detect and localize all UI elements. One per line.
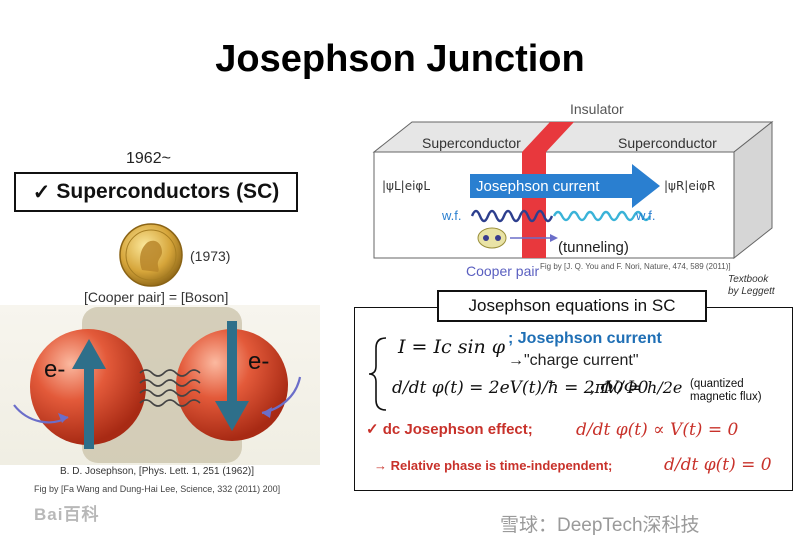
- quantized-line2: magnetic flux): [690, 391, 762, 403]
- superconductors-label: Superconductors (SC): [56, 180, 280, 203]
- cooper-pair-illustration: e- e-: [0, 305, 320, 465]
- year-label: 1962~: [126, 150, 171, 167]
- quantized-line1: (quantized: [690, 378, 744, 390]
- check-icon: ✓: [32, 180, 51, 204]
- textbook-note: Textbook by Leggett: [728, 274, 775, 298]
- relative-phase-label: → Relative phase is time-independent;: [374, 458, 613, 473]
- nobel-year: (1973): [190, 248, 231, 264]
- quantized-flux-note: (quantized magnetic flux): [690, 378, 762, 404]
- spin-down-arrow: [215, 321, 249, 431]
- textbook-line1: Textbook: [728, 274, 769, 285]
- wf-right-label: w.f.: [635, 208, 656, 223]
- josephson-current-note: ; Josephson current: [508, 330, 662, 347]
- flux-quantum: , Φ0 = h/2e: [590, 378, 683, 397]
- citation-you-nori: Fig by [J. Q. You and F. Nori, Nature, 4…: [540, 262, 731, 271]
- wavefunction-left: [470, 209, 554, 223]
- electron-right-label: e-: [248, 348, 269, 375]
- xueqiu-watermark: 雪球：DeepTech深科技: [500, 515, 700, 536]
- page-title: Josephson Junction: [215, 38, 585, 80]
- dc-josephson-equation: d/dt φ(t) ∝ V(t) = 0: [576, 420, 739, 440]
- dc-josephson-label: ✓ dc Josephson effect;: [366, 421, 533, 438]
- wavefunction-right: [552, 210, 652, 222]
- josephson-current-arrow: [470, 164, 660, 208]
- wf-left-label: w.f.: [441, 208, 462, 223]
- junction-diagram: Insulator Superconductor Superconductor …: [372, 101, 774, 279]
- nobel-medal-icon: [119, 223, 183, 287]
- insulator-label: Insulator: [570, 101, 624, 117]
- josephson-current-label: Josephson current: [476, 178, 600, 195]
- brace-icon: [368, 337, 387, 411]
- coupling-waves: [139, 369, 201, 407]
- superconductor-left-label: Superconductor: [422, 135, 521, 151]
- superconductors-box: ✓ Superconductors (SC): [14, 172, 298, 212]
- citation-wang-lee: Fig by [Fa Wang and Dung-Hai Lee, Scienc…: [34, 484, 281, 494]
- psi-right-label: |ψR|eiφR: [664, 179, 715, 193]
- superconductor-right-label: Superconductor: [618, 135, 717, 151]
- equation-current: I = Ic sin φ: [398, 336, 506, 358]
- psi-left-label: |ψL|eiφL: [382, 179, 430, 193]
- cooper-pair-boson: [Cooper pair] = [Boson]: [84, 289, 229, 305]
- cooper-pair-label: Cooper pair: [466, 263, 539, 279]
- tunneling-label: (tunneling): [558, 239, 629, 256]
- baidu-watermark: Bai百科: [34, 505, 100, 524]
- textbook-line2: by Leggett: [728, 286, 775, 297]
- spin-up-arrow: [72, 339, 106, 449]
- charge-current-note: →"charge current": [508, 352, 639, 369]
- electron-left-label: e-: [44, 356, 65, 383]
- cooper-pair-icon: [477, 227, 507, 249]
- insulator-layer: [522, 152, 546, 258]
- citation-josephson: B. D. Josephson, [Phys. Lett. 1, 251 (19…: [60, 466, 254, 477]
- relative-phase-equation: d/dt φ(t) = 0: [664, 455, 772, 475]
- equation-phase: d/dt φ(t) = 2eV(t)/ħ = 2πV/Φ0: [392, 378, 649, 398]
- equations-title: Josephson equations in SC: [437, 290, 707, 322]
